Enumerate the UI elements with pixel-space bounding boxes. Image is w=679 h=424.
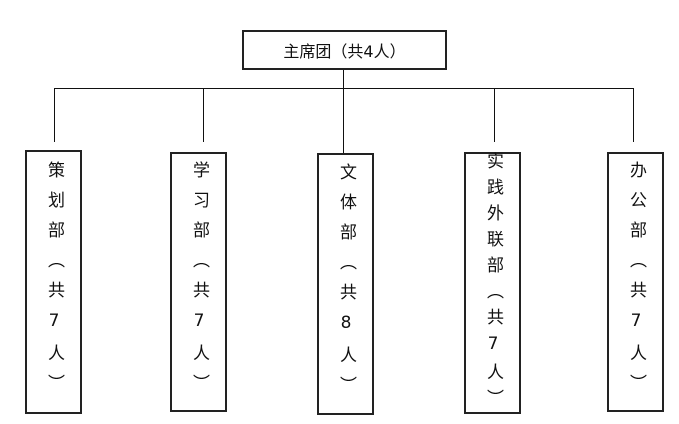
root-label: 主席团（共4人）: [283, 42, 406, 61]
connector-dept-5: [633, 88, 634, 142]
dept-label-study: 学习部（共7人）: [189, 160, 209, 404]
dept-label-office: 办公部（共7人）: [626, 160, 646, 404]
dept-node-planning: 策划部（共7人）: [25, 150, 82, 414]
dept-node-arts-sports: 文体部（共8人）: [317, 153, 374, 415]
connector-root-down: [343, 70, 344, 153]
dept-node-office: 办公部（共7人）: [607, 152, 664, 412]
dept-label-planning: 策划部（共7人）: [44, 160, 64, 404]
root-node-presidium: 主席团（共4人）: [242, 30, 447, 70]
connector-dept-4: [494, 88, 495, 142]
connector-dept-2: [203, 88, 204, 142]
dept-label-arts-sports: 文体部（共8人）: [336, 162, 356, 406]
dept-label-outreach: 实践外联部（共7人）: [483, 151, 503, 415]
connector-horizontal: [54, 88, 634, 89]
connector-dept-1: [54, 88, 55, 142]
dept-node-outreach: 实践外联部（共7人）: [464, 151, 521, 415]
dept-node-study: 学习部（共7人）: [170, 152, 227, 412]
